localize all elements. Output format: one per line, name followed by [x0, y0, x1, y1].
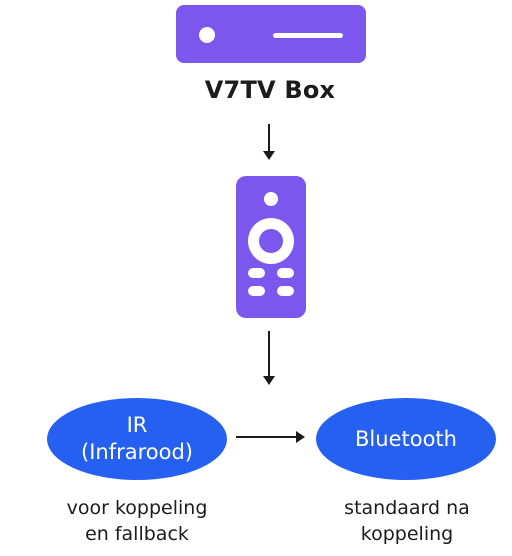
ir-caption-line2: en fallback	[85, 523, 189, 545]
remote-button	[248, 268, 265, 278]
arrow-right-head	[296, 431, 305, 443]
bluetooth-caption: standaard na koppeling	[302, 495, 512, 547]
tv-box-icon	[176, 5, 366, 63]
ir-caption-line1: voor koppeling	[66, 497, 208, 519]
arrow-down-shaft-top	[268, 124, 270, 151]
remote-control-icon	[236, 176, 306, 318]
remote-button	[277, 286, 294, 296]
ir-sublabel: (Infrarood)	[81, 440, 193, 464]
bluetooth-connection-node: Bluetooth	[316, 398, 496, 480]
ir-connection-node: IR (Infrarood)	[47, 398, 227, 480]
arrow-down-shaft-bottom	[268, 331, 270, 376]
bluetooth-label: Bluetooth	[355, 426, 457, 451]
remote-dpad-ring	[248, 218, 294, 264]
remote-button	[248, 286, 265, 296]
arrow-down-head-bottom	[263, 376, 275, 385]
tv-box-slot	[273, 33, 343, 38]
tv-box-led	[199, 27, 215, 43]
device-title: V7TV Box	[204, 76, 336, 104]
ir-label: IR	[126, 413, 148, 437]
arrow-down-head-top	[263, 151, 275, 160]
bluetooth-caption-line1: standaard na	[344, 497, 470, 519]
bluetooth-caption-line2: koppeling	[360, 523, 454, 545]
remote-dpad-center	[259, 229, 283, 253]
remote-button	[277, 268, 294, 278]
remote-power-dot	[264, 192, 278, 206]
arrow-right-shaft	[236, 436, 296, 438]
ir-caption: voor koppeling en fallback	[30, 495, 244, 547]
